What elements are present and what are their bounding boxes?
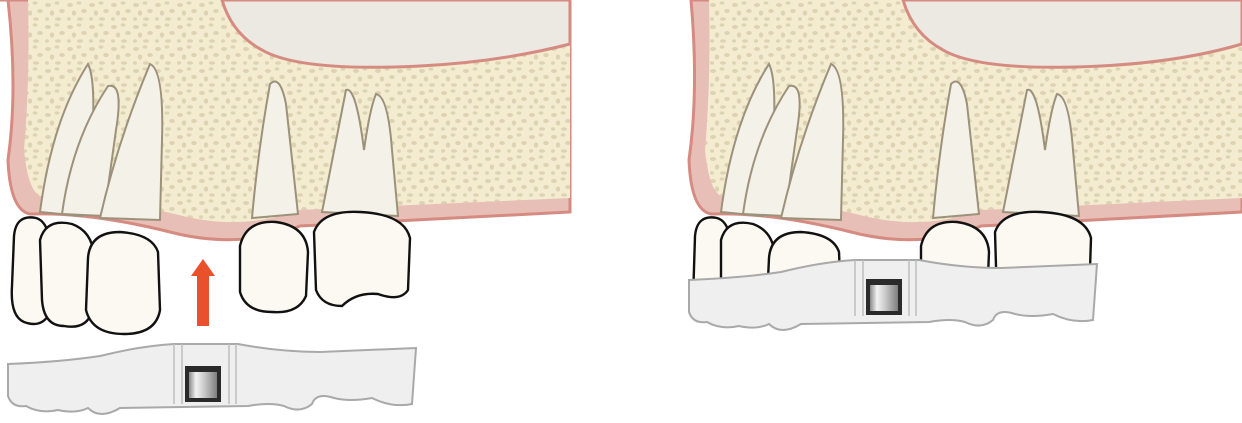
drill-sleeve [866, 279, 902, 315]
panel-guide-seated [621, 0, 1242, 423]
panel-after-svg [621, 0, 1242, 423]
crown-3 [86, 232, 160, 334]
insertion-arrow-icon [191, 259, 215, 326]
panel-before-seating [0, 0, 621, 423]
drill-sleeve [185, 366, 221, 402]
crown-5 [314, 212, 410, 306]
crown-4 [240, 222, 308, 312]
panel-before-svg [0, 0, 621, 423]
